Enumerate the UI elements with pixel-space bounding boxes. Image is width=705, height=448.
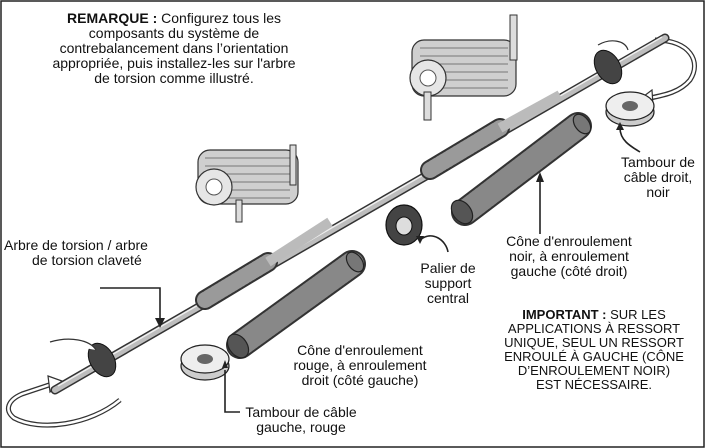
important-line-6: EST NÉCESSAIRE. — [535, 377, 653, 392]
important-note: IMPORTANT : SUR LES APPLICATIONS À RESSO… — [496, 308, 692, 392]
leader-arrowheads — [155, 122, 624, 368]
important-heading: IMPORTANT : — [522, 307, 607, 322]
black-cone-label-line-3: gauche (côté droit) — [510, 263, 628, 279]
black-cone-label: Cône d'enroulement noir, à enroulement g… — [494, 234, 644, 279]
note-line-2: composants du système de — [88, 25, 260, 41]
center-bearing-label: Palier de support central — [400, 261, 496, 306]
torsion-shaft — [50, 33, 670, 395]
red-winding-cone-spring — [226, 250, 366, 359]
important-line-2: APPLICATIONS À RESSORT — [507, 321, 681, 336]
left-drum-label-line-2: gauche, rouge — [256, 419, 346, 435]
leader-lines — [100, 127, 641, 413]
drum-on-shaft-right — [593, 40, 629, 85]
black-cone-label-line-1: Cône d'enroulement — [506, 233, 632, 249]
right-cable-drum — [605, 91, 655, 127]
important-line-1: SUR LES — [610, 307, 666, 322]
left-cable-drum — [180, 344, 230, 381]
cable-coil-right — [409, 14, 518, 121]
black-winding-cone-spring — [450, 112, 592, 226]
important-line-4: ENROULÉ À GAUCHE (CÔNE — [504, 349, 684, 364]
note-text: REMARQUE : Configurez tous les composant… — [18, 11, 330, 86]
right-drum-label-line-1: Tambour de — [621, 154, 695, 170]
spring-on-shaft-left — [195, 217, 333, 310]
right-drum-label: Tambour de câble droit, noir — [612, 155, 704, 200]
important-line-5: D’ENROULEMENT NOIR) — [517, 363, 671, 378]
note-line-1: Configurez tous les — [161, 10, 281, 26]
right-drum-label-line-2: câble droit, — [623, 169, 693, 185]
spring-on-shaft-right — [420, 90, 563, 180]
left-drum-label: Tambour de câble gauche, rouge — [240, 405, 362, 435]
note-line-3: contrebalancement dans l’orientation — [59, 40, 289, 56]
torsion-shaft-label-line-2: de torsion claveté — [32, 252, 142, 268]
note-heading: REMARQUE : — [67, 10, 158, 26]
red-cone-label-line-3: droit (côté gauche) — [301, 372, 419, 388]
center-bearing-label-line-2: support — [424, 275, 472, 291]
center-bearing-label-line-1: Palier de — [420, 260, 476, 276]
center-bearing — [385, 204, 423, 246]
black-cone-label-line-2: noir, à enroulement — [509, 248, 629, 264]
note-line-5: de torsion comme illustré. — [94, 70, 254, 86]
torsion-shaft-label: Arbre de torsion / arbre de torsion clav… — [4, 238, 184, 268]
note-line-4: appropriée, puis installez-les sur l'arb… — [52, 55, 296, 71]
cable-coil-left — [195, 144, 299, 223]
important-line-3: UNIQUE, SEUL UN RESSORT — [504, 335, 684, 350]
red-cone-label: Cône d'enroulement rouge, à enroulement … — [282, 343, 438, 388]
red-cone-label-line-1: Cône d'enroulement — [297, 342, 423, 358]
left-drum-label-line-1: Tambour de câble — [245, 404, 357, 420]
torsion-shaft-label-line-1: Arbre de torsion / arbre — [4, 237, 148, 253]
right-drum-label-line-3: noir — [646, 184, 670, 200]
drum-on-shaft-left — [49, 338, 117, 378]
center-bearing-label-line-3: central — [426, 290, 470, 306]
red-cone-label-line-2: rouge, à enroulement — [293, 357, 427, 373]
